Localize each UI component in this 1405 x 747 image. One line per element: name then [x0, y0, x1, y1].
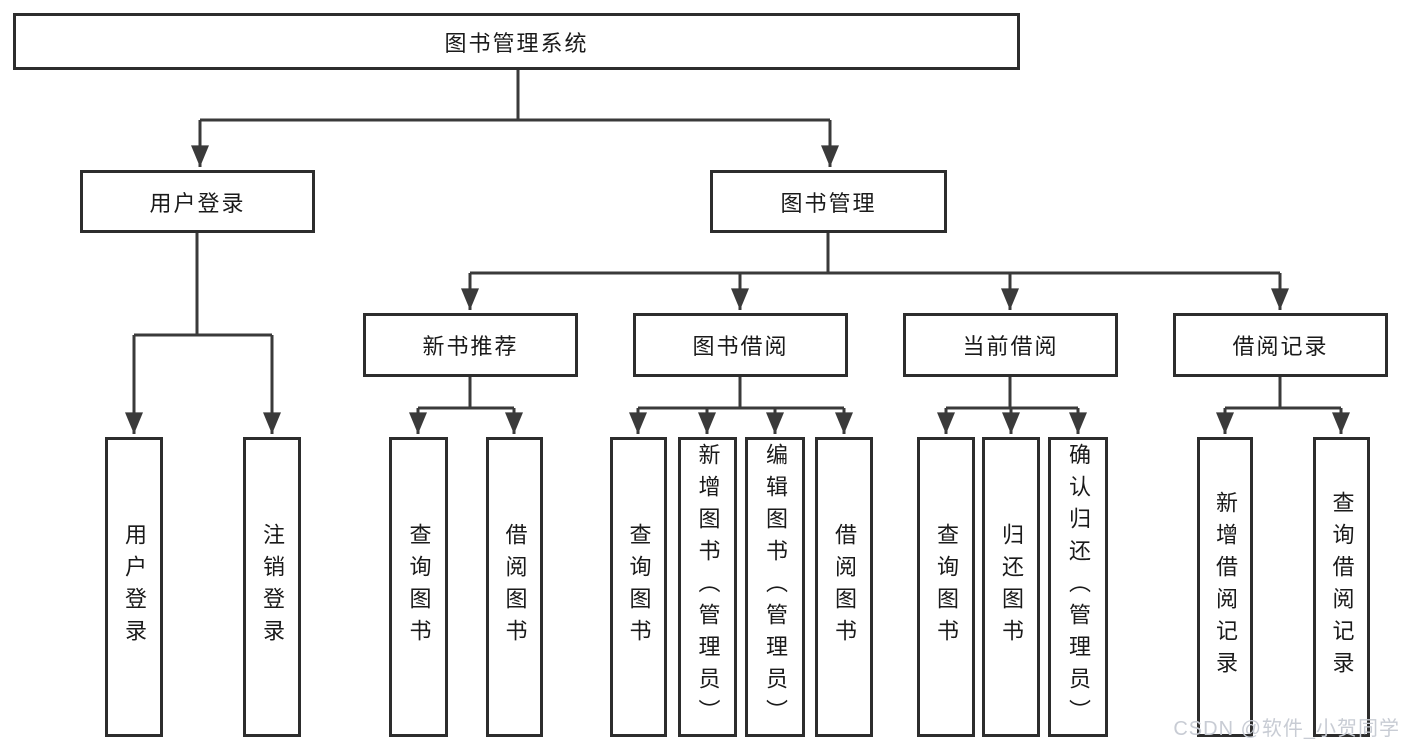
leaf-br-query-borrow-record: 查询借阅记录 — [1313, 437, 1370, 737]
leaf-bb-borrow-books: 借阅图书 — [815, 437, 873, 737]
connector-user-login-children — [125, 233, 281, 434]
connector-current-borrow-children — [937, 377, 1087, 434]
node-book-borrowing: 图书借阅 — [633, 313, 848, 377]
node-current-borrowing: 当前借阅 — [903, 313, 1118, 377]
connector-root-to-level2 — [191, 70, 839, 167]
leaf-nbr-query-books: 查询图书 — [389, 437, 448, 737]
leaf-cb-confirm-return-admin: 确认归还（管理员） — [1048, 437, 1108, 737]
connector-borrow-record-children — [1216, 377, 1350, 434]
csdn-watermark: CSDN @软件_小贺同学 — [1173, 718, 1400, 740]
leaf-bb-edit-books-admin: 编辑图书（管理员） — [745, 437, 805, 737]
node-user-login: 用户登录 — [80, 170, 315, 233]
connector-book-mgmt-children — [461, 233, 1289, 310]
leaf-cb-query-books: 查询图书 — [917, 437, 975, 737]
leaf-br-add-borrow-record: 新增借阅记录 — [1197, 437, 1253, 737]
connector-book-borrow-children — [629, 377, 853, 434]
node-library-management-system: 图书管理系统 — [13, 13, 1020, 70]
connector-new-book-rec-children — [409, 377, 523, 434]
leaf-user-login: 用户登录 — [105, 437, 163, 737]
leaf-bb-query-books: 查询图书 — [610, 437, 667, 737]
leaf-nbr-borrow-books: 借阅图书 — [486, 437, 543, 737]
node-book-management: 图书管理 — [710, 170, 947, 233]
leaf-bb-add-books-admin: 新增图书（管理员） — [678, 437, 737, 737]
leaf-logout: 注销登录 — [243, 437, 301, 737]
node-borrowing-records: 借阅记录 — [1173, 313, 1388, 377]
leaf-cb-return-books: 归还图书 — [982, 437, 1040, 737]
node-new-book-recommendation: 新书推荐 — [363, 313, 578, 377]
